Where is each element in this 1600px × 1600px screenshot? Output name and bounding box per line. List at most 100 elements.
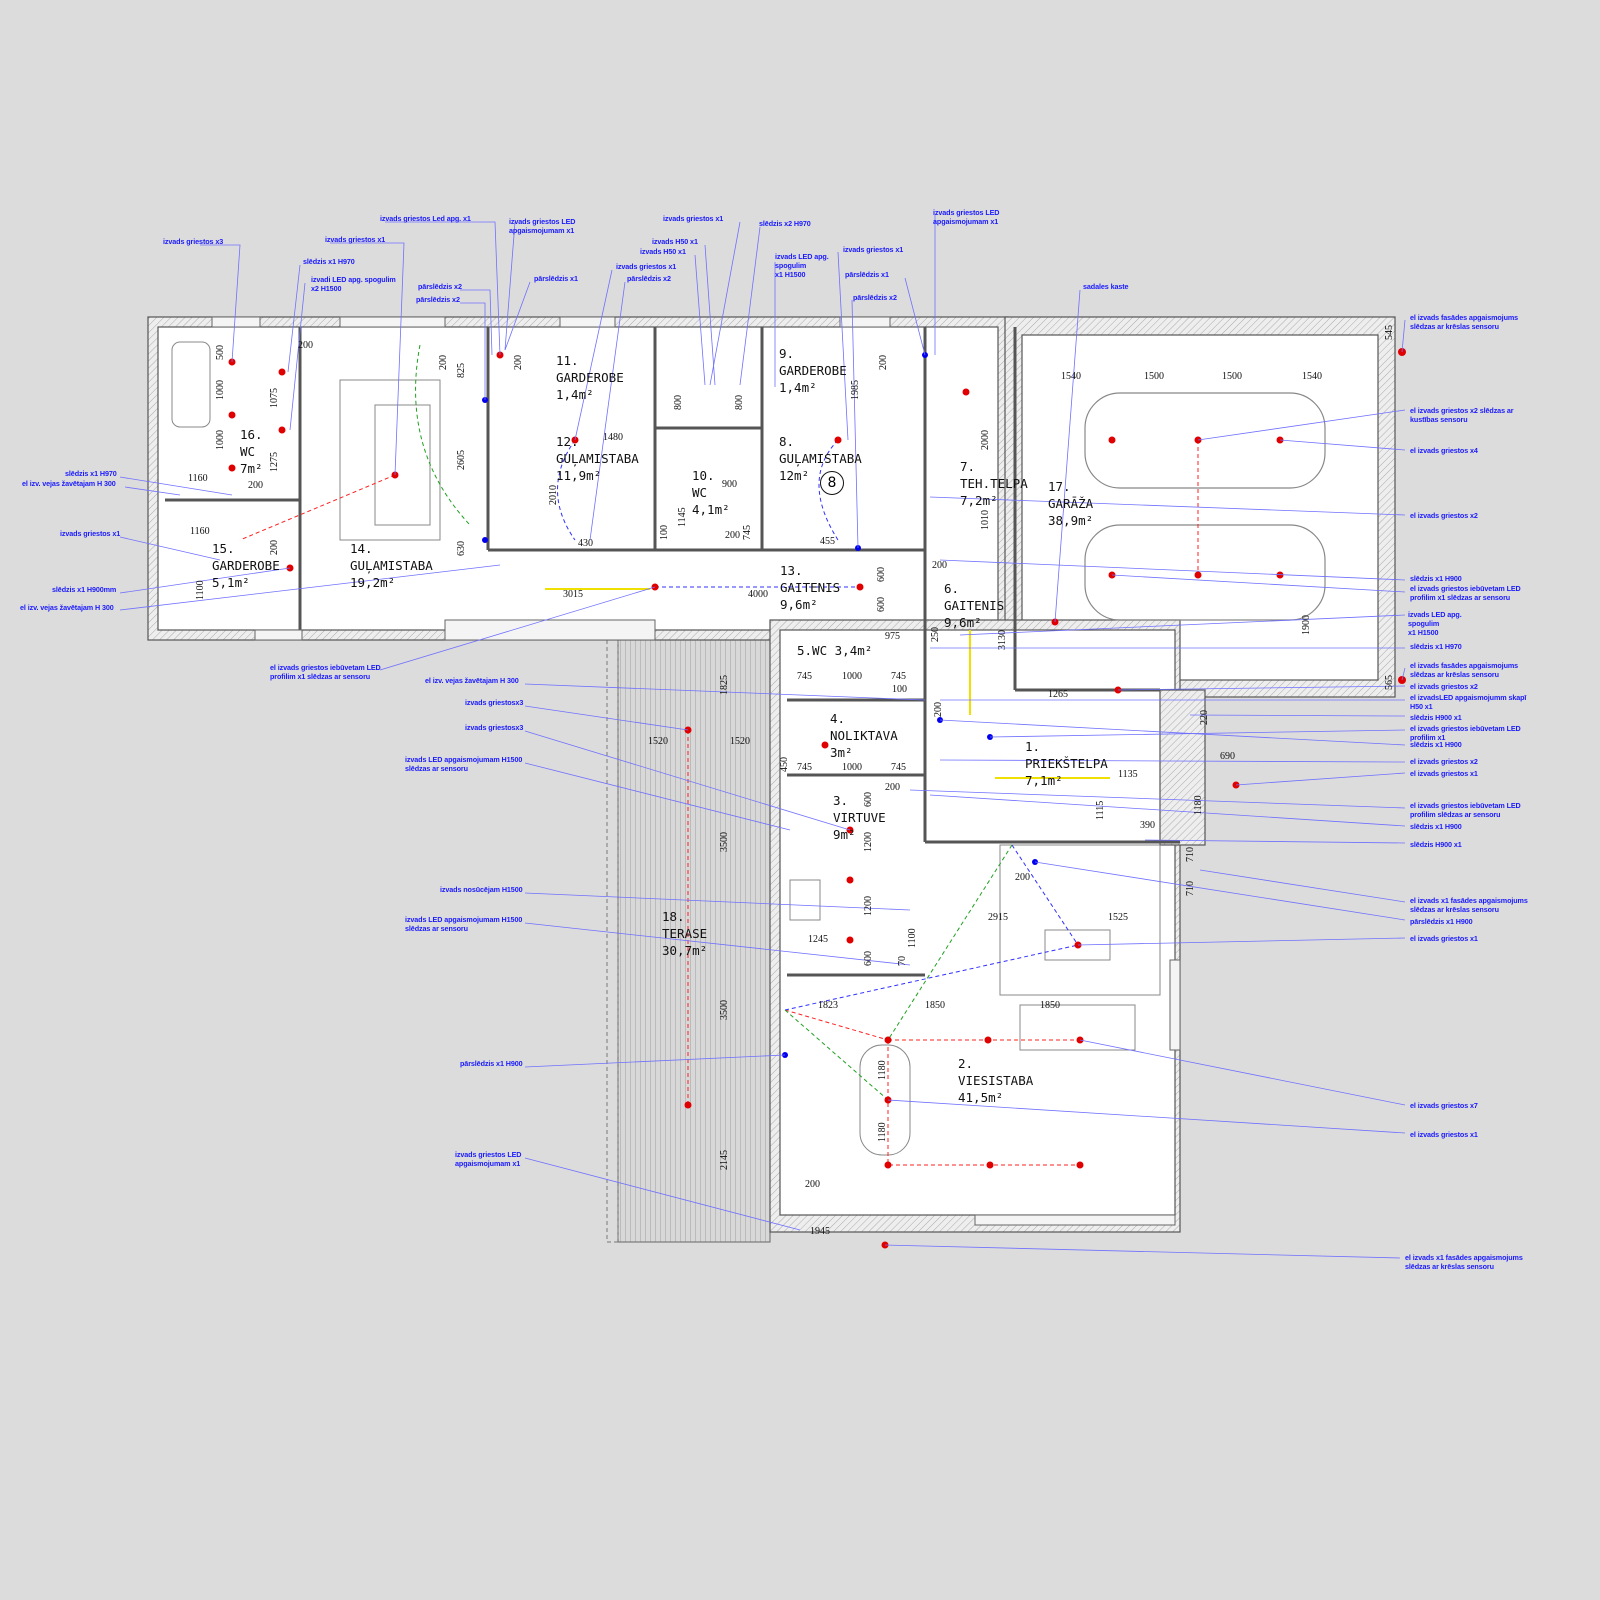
annotation-label: el izv. vejas žavētajam H 300: [22, 479, 116, 488]
dimension-label: 200: [933, 702, 944, 717]
annotation-label: slēdzis x1 H900: [1410, 574, 1462, 583]
annotation-label: sadales kaste: [1083, 282, 1129, 291]
room-number: 7.: [960, 459, 976, 474]
room-name: WC: [692, 485, 708, 500]
annotation-label: slēdzis x1 H900mm: [52, 585, 117, 594]
annotation-label: el izvadsLED apgaismojumm skapī H50 x1: [1410, 693, 1527, 711]
room-area: 9,6m²: [944, 615, 982, 630]
room-number: 3.: [833, 793, 849, 808]
dimension-label: 1275: [269, 452, 280, 472]
dimension-label: 200: [298, 340, 313, 351]
dimension-label: 3500: [719, 832, 730, 852]
dimension-label: 200: [438, 355, 449, 370]
room-area: 9m²: [833, 827, 856, 842]
annotation-label: izvads H50 x1: [640, 247, 686, 256]
annotation-label: el izvads x1 fasādes apgaismojums slēdza…: [1405, 1253, 1523, 1271]
dimension-label: 710: [1185, 881, 1196, 896]
dimension-label: 100: [892, 684, 907, 695]
annotation-label: el izvads griestos iebūvetam LED profili…: [1410, 724, 1521, 742]
annotation-label: izvads LED apgaismojumam H1500 slēdzas a…: [405, 755, 523, 773]
room-name: GARDEROBE: [779, 363, 847, 378]
dimension-label: 3130: [997, 630, 1008, 650]
windows: [211, 316, 1181, 1226]
annotation-label: pārslēdzis x2: [853, 293, 897, 302]
terrace-deck: [617, 636, 771, 1243]
room-name: GARDEROBE: [212, 558, 280, 573]
annotation-label: pārslēdzis x1: [845, 270, 889, 279]
room-number: 10.: [692, 468, 715, 483]
dimension-label: 200: [269, 540, 280, 555]
dimension-label: 745: [797, 762, 812, 773]
annotation-label: el izvads fasādes apgaismojums slēdzas a…: [1410, 313, 1519, 331]
dimension-label: 800: [673, 395, 684, 410]
dimension-label: 2605: [456, 450, 467, 470]
room-area: 1,4m²: [779, 380, 817, 395]
dimension-label: 1985: [850, 380, 861, 400]
dimension-label: 200: [513, 355, 524, 370]
dimension-label: 1160: [190, 526, 210, 537]
annotation-label: el izvads griestos iebūvetam LED profili…: [1410, 801, 1521, 819]
room-name: GARDEROBE: [556, 370, 624, 385]
dimension-label: 1135: [1118, 769, 1138, 780]
dimension-label: 1823: [818, 1000, 838, 1011]
room-area: 41,5m²: [958, 1090, 1004, 1105]
room-number: 14.: [350, 541, 373, 556]
annotation-label: pārslēdzis x1: [534, 274, 578, 283]
dimension-label: 1010: [980, 510, 991, 530]
room-name: TERASE: [662, 926, 708, 941]
dimension-label: 600: [876, 567, 887, 582]
section-marker: 8: [820, 471, 844, 495]
annotation-label: izvads griestos x3: [163, 237, 224, 246]
dimension-label: 1000: [215, 430, 226, 450]
dimension-label: 1115: [1095, 800, 1106, 820]
dimension-label: 200: [885, 782, 900, 793]
room-number: 16.: [240, 427, 263, 442]
furniture: [171, 341, 1161, 1156]
room-name: GARĀŽA: [1048, 496, 1094, 511]
dimension-label: 1540: [1061, 371, 1081, 382]
dimension-label: 1145: [677, 507, 688, 527]
dimension-label: 1500: [1222, 371, 1242, 382]
dimension-label: 100: [659, 525, 670, 540]
room-area: 12m²: [779, 468, 810, 483]
dimension-label: 70: [897, 956, 908, 966]
room-2: 2. VIESISTABA 41,5m²: [958, 1055, 1033, 1106]
annotation-label: pārslēdzis x2: [416, 295, 460, 304]
room-number: 2.: [958, 1056, 974, 1071]
walls: [147, 316, 1396, 1233]
room-name: NOLIKTAVA: [830, 728, 898, 743]
dimension-label: 600: [876, 597, 887, 612]
room-area: 38,9m²: [1048, 513, 1094, 528]
dimension-label: 2145: [719, 1150, 730, 1170]
leader-lines: [119, 215, 1406, 1259]
dimension-label: 200: [248, 480, 263, 491]
dimension-label: 1520: [648, 736, 668, 747]
annotation-label: izvads griestos x1: [843, 245, 904, 254]
annotation-label: el izvads fasādes apgaismojums slēdzas a…: [1410, 661, 1519, 679]
annotation-label: izvadi LED apg. spogulim x2 H1500: [311, 275, 396, 293]
annotation-label: izvads griestos x1: [60, 529, 121, 538]
annotation-label: el izvads griestos x2 slēdzas ar kustība…: [1410, 406, 1514, 424]
annotation-label: el izvads griestos x1: [1410, 934, 1478, 943]
annotation-label: el izvads griestos x1: [1410, 769, 1478, 778]
dimension-label: 2010: [548, 485, 559, 505]
room-name: VIESISTABA: [958, 1073, 1034, 1088]
room-area: 7m²: [240, 461, 263, 476]
dimension-label: 1520: [730, 736, 750, 747]
annotation-label: izvads griestos LED apgaismojumam x1: [509, 217, 576, 235]
dimension-label: 565: [1384, 675, 1395, 690]
dimension-label: 1100: [907, 928, 918, 948]
dimension-label: 3500: [719, 1000, 730, 1020]
annotation-label: izvads griestos LED apgaismojumam x1: [933, 208, 1000, 226]
room-5: 5.WC 3,4m²: [797, 642, 872, 659]
dimension-label: 1525: [1108, 912, 1128, 923]
room-number: 8.: [779, 434, 795, 449]
